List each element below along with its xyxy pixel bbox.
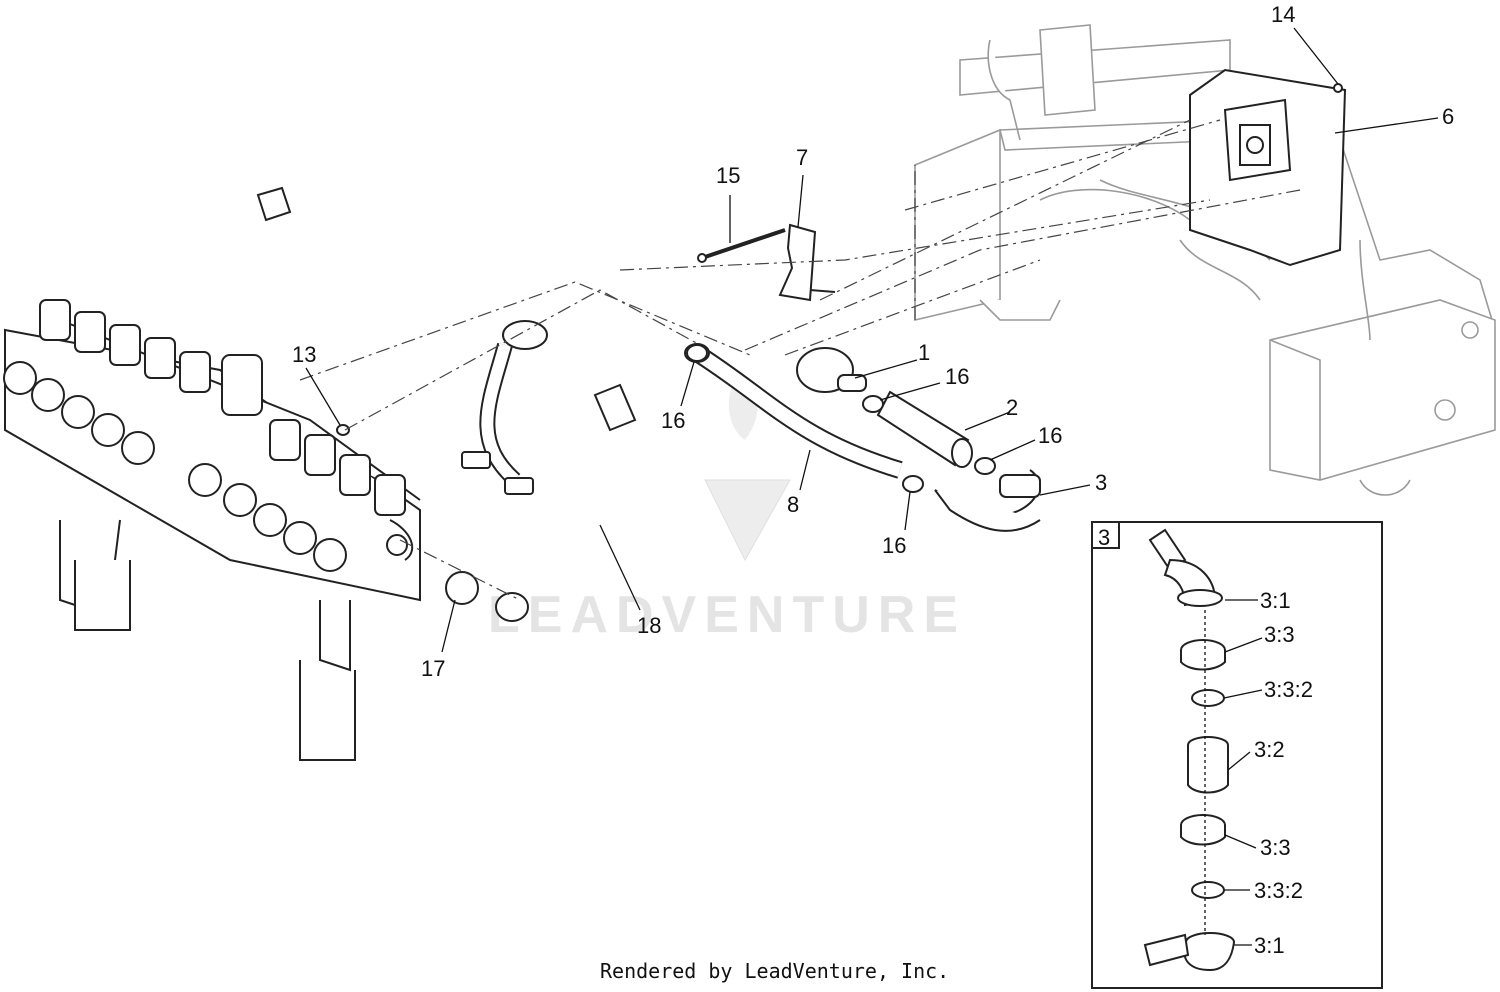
inset-tube (1187, 736, 1229, 794)
bracket-7 (778, 223, 836, 302)
mounting-plate (1189, 68, 1347, 267)
inset-item-2: 3:3 (1264, 622, 1295, 647)
clamp-16-d (902, 475, 924, 493)
callout-16-d: 16 (882, 533, 906, 558)
inset-item-3: 3:3:2 (1264, 677, 1313, 702)
callout-16-b: 16 (945, 364, 969, 389)
valve-manifold (3, 299, 421, 761)
inset-item-1: 3:1 (1260, 588, 1291, 613)
inset-elbow-top (1148, 528, 1223, 607)
inset-elbow-bottom (1143, 932, 1235, 972)
inset-item-5: 3:3 (1260, 835, 1291, 860)
nut-13 (336, 424, 350, 436)
callout-18: 18 (637, 613, 661, 638)
callout-16-a: 16 (661, 408, 685, 433)
inset-item-4: 3:2 (1254, 737, 1285, 762)
inset-seal-top (1191, 689, 1225, 707)
inset-clamp-bottom (1180, 814, 1226, 846)
callout-16-c: 16 (1038, 423, 1062, 448)
inset-item-6: 3:3:2 (1254, 878, 1303, 903)
clamp-16-a (686, 344, 708, 362)
inset-clamp-top (1180, 639, 1226, 671)
inset-detail-3: 3 (1091, 521, 1383, 989)
callout-3: 3 (1095, 470, 1107, 495)
phantom-lines (299, 119, 1301, 601)
watermark-text: LEADVENTURE (488, 586, 966, 644)
inset-seal-bottom (1191, 881, 1225, 899)
cap-17 (445, 571, 529, 622)
callout-17: 17 (421, 656, 445, 681)
inset-item-7: 3:1 (1254, 933, 1285, 958)
inset-label-box (1091, 521, 1120, 549)
callout-6: 6 (1442, 104, 1454, 129)
leadventure-watermark: LEADVENTURE (488, 370, 966, 644)
clamp-16-c (974, 457, 996, 475)
callout-1: 1 (918, 340, 930, 365)
fitting-1 (796, 347, 867, 393)
elbow-3 (934, 469, 1041, 532)
tube-2 (876, 390, 973, 468)
inset-label: 3 (1098, 525, 1110, 550)
hose-connector-y (461, 320, 548, 495)
bolt-15 (697, 228, 786, 263)
callout-8: 8 (787, 492, 799, 517)
callout-2: 2 (1006, 395, 1018, 420)
callout-13: 13 (292, 342, 316, 367)
chassis-frame (914, 24, 1496, 496)
callout-7: 7 (796, 145, 808, 170)
footer-credit: Rendered by LeadVenture, Inc. (600, 959, 949, 983)
clamp-16-b (862, 395, 884, 413)
callout-14: 14 (1271, 2, 1295, 27)
inset-frame (1091, 521, 1383, 989)
callout-15: 15 (716, 163, 740, 188)
leader-lines (305, 27, 1439, 653)
valve-row-lower (3, 361, 347, 572)
valve-row-upper (39, 299, 406, 516)
